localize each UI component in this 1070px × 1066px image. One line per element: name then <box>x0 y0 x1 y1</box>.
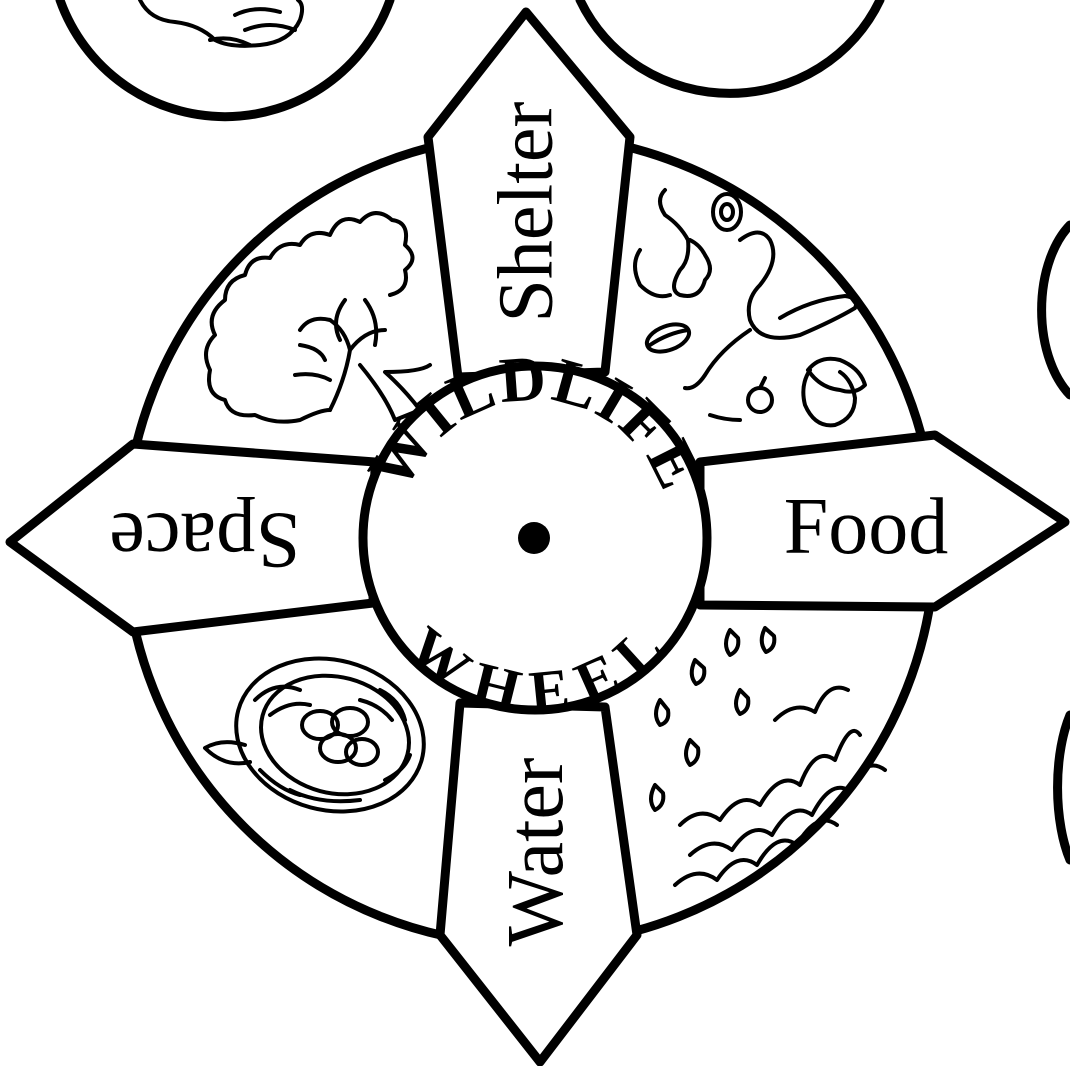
label-food: Food <box>784 483 949 571</box>
label-space: Space <box>109 496 300 584</box>
center-dot <box>518 522 550 554</box>
label-shelter: Shelter <box>482 102 569 323</box>
label-water: Water <box>492 758 580 947</box>
